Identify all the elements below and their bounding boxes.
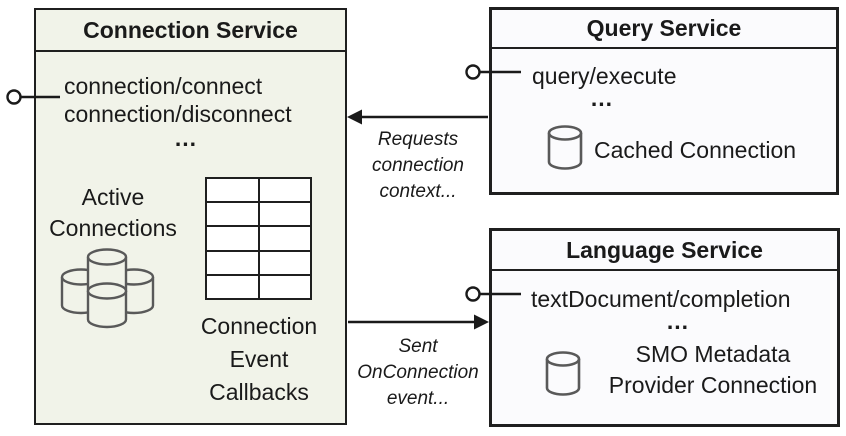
method-textdocument-completion: textDocument/completion xyxy=(531,286,791,312)
language-service-title: Language Service xyxy=(492,231,837,271)
query-service-box: Query Service query/execute ... Cached C… xyxy=(489,7,839,195)
connection-service-title: Connection Service xyxy=(36,10,345,52)
sent-onconnection-event-label: Sent OnConnection event... xyxy=(357,336,479,409)
cached-connection-label: Cached Connection xyxy=(594,137,797,163)
method-query-execute: query/execute xyxy=(532,63,677,89)
connection-event-callbacks-label: Connection Event Callbacks xyxy=(200,313,318,405)
requests-connection-context-label: Requests connection context... xyxy=(372,129,464,202)
method-connection-connect: connection/connect xyxy=(64,73,263,99)
language-ellipsis: ... xyxy=(666,308,690,334)
arrow-right-icon xyxy=(348,314,489,330)
smo-provider-connection-label: SMO Metadata Provider Connection xyxy=(608,341,818,398)
connection-service-methods: connection/connect connection/disconnect… xyxy=(64,72,308,151)
database-cluster-icon xyxy=(60,248,155,329)
active-connections-label: Active Connections xyxy=(49,184,177,241)
database-icon xyxy=(545,351,581,396)
arrow-left-icon xyxy=(347,109,488,125)
query-ellipsis: ... xyxy=(590,85,614,111)
connection-service-box: Connection Service connection/connect co… xyxy=(34,8,347,425)
method-connection-disconnect: connection/disconnect xyxy=(64,101,292,127)
methods-ellipsis: ... xyxy=(174,125,198,151)
database-icon xyxy=(547,125,583,170)
query-service-title: Query Service xyxy=(492,10,836,49)
callbacks-table-icon xyxy=(205,177,312,300)
language-service-box: Language Service textDocument/completion… xyxy=(489,228,840,427)
